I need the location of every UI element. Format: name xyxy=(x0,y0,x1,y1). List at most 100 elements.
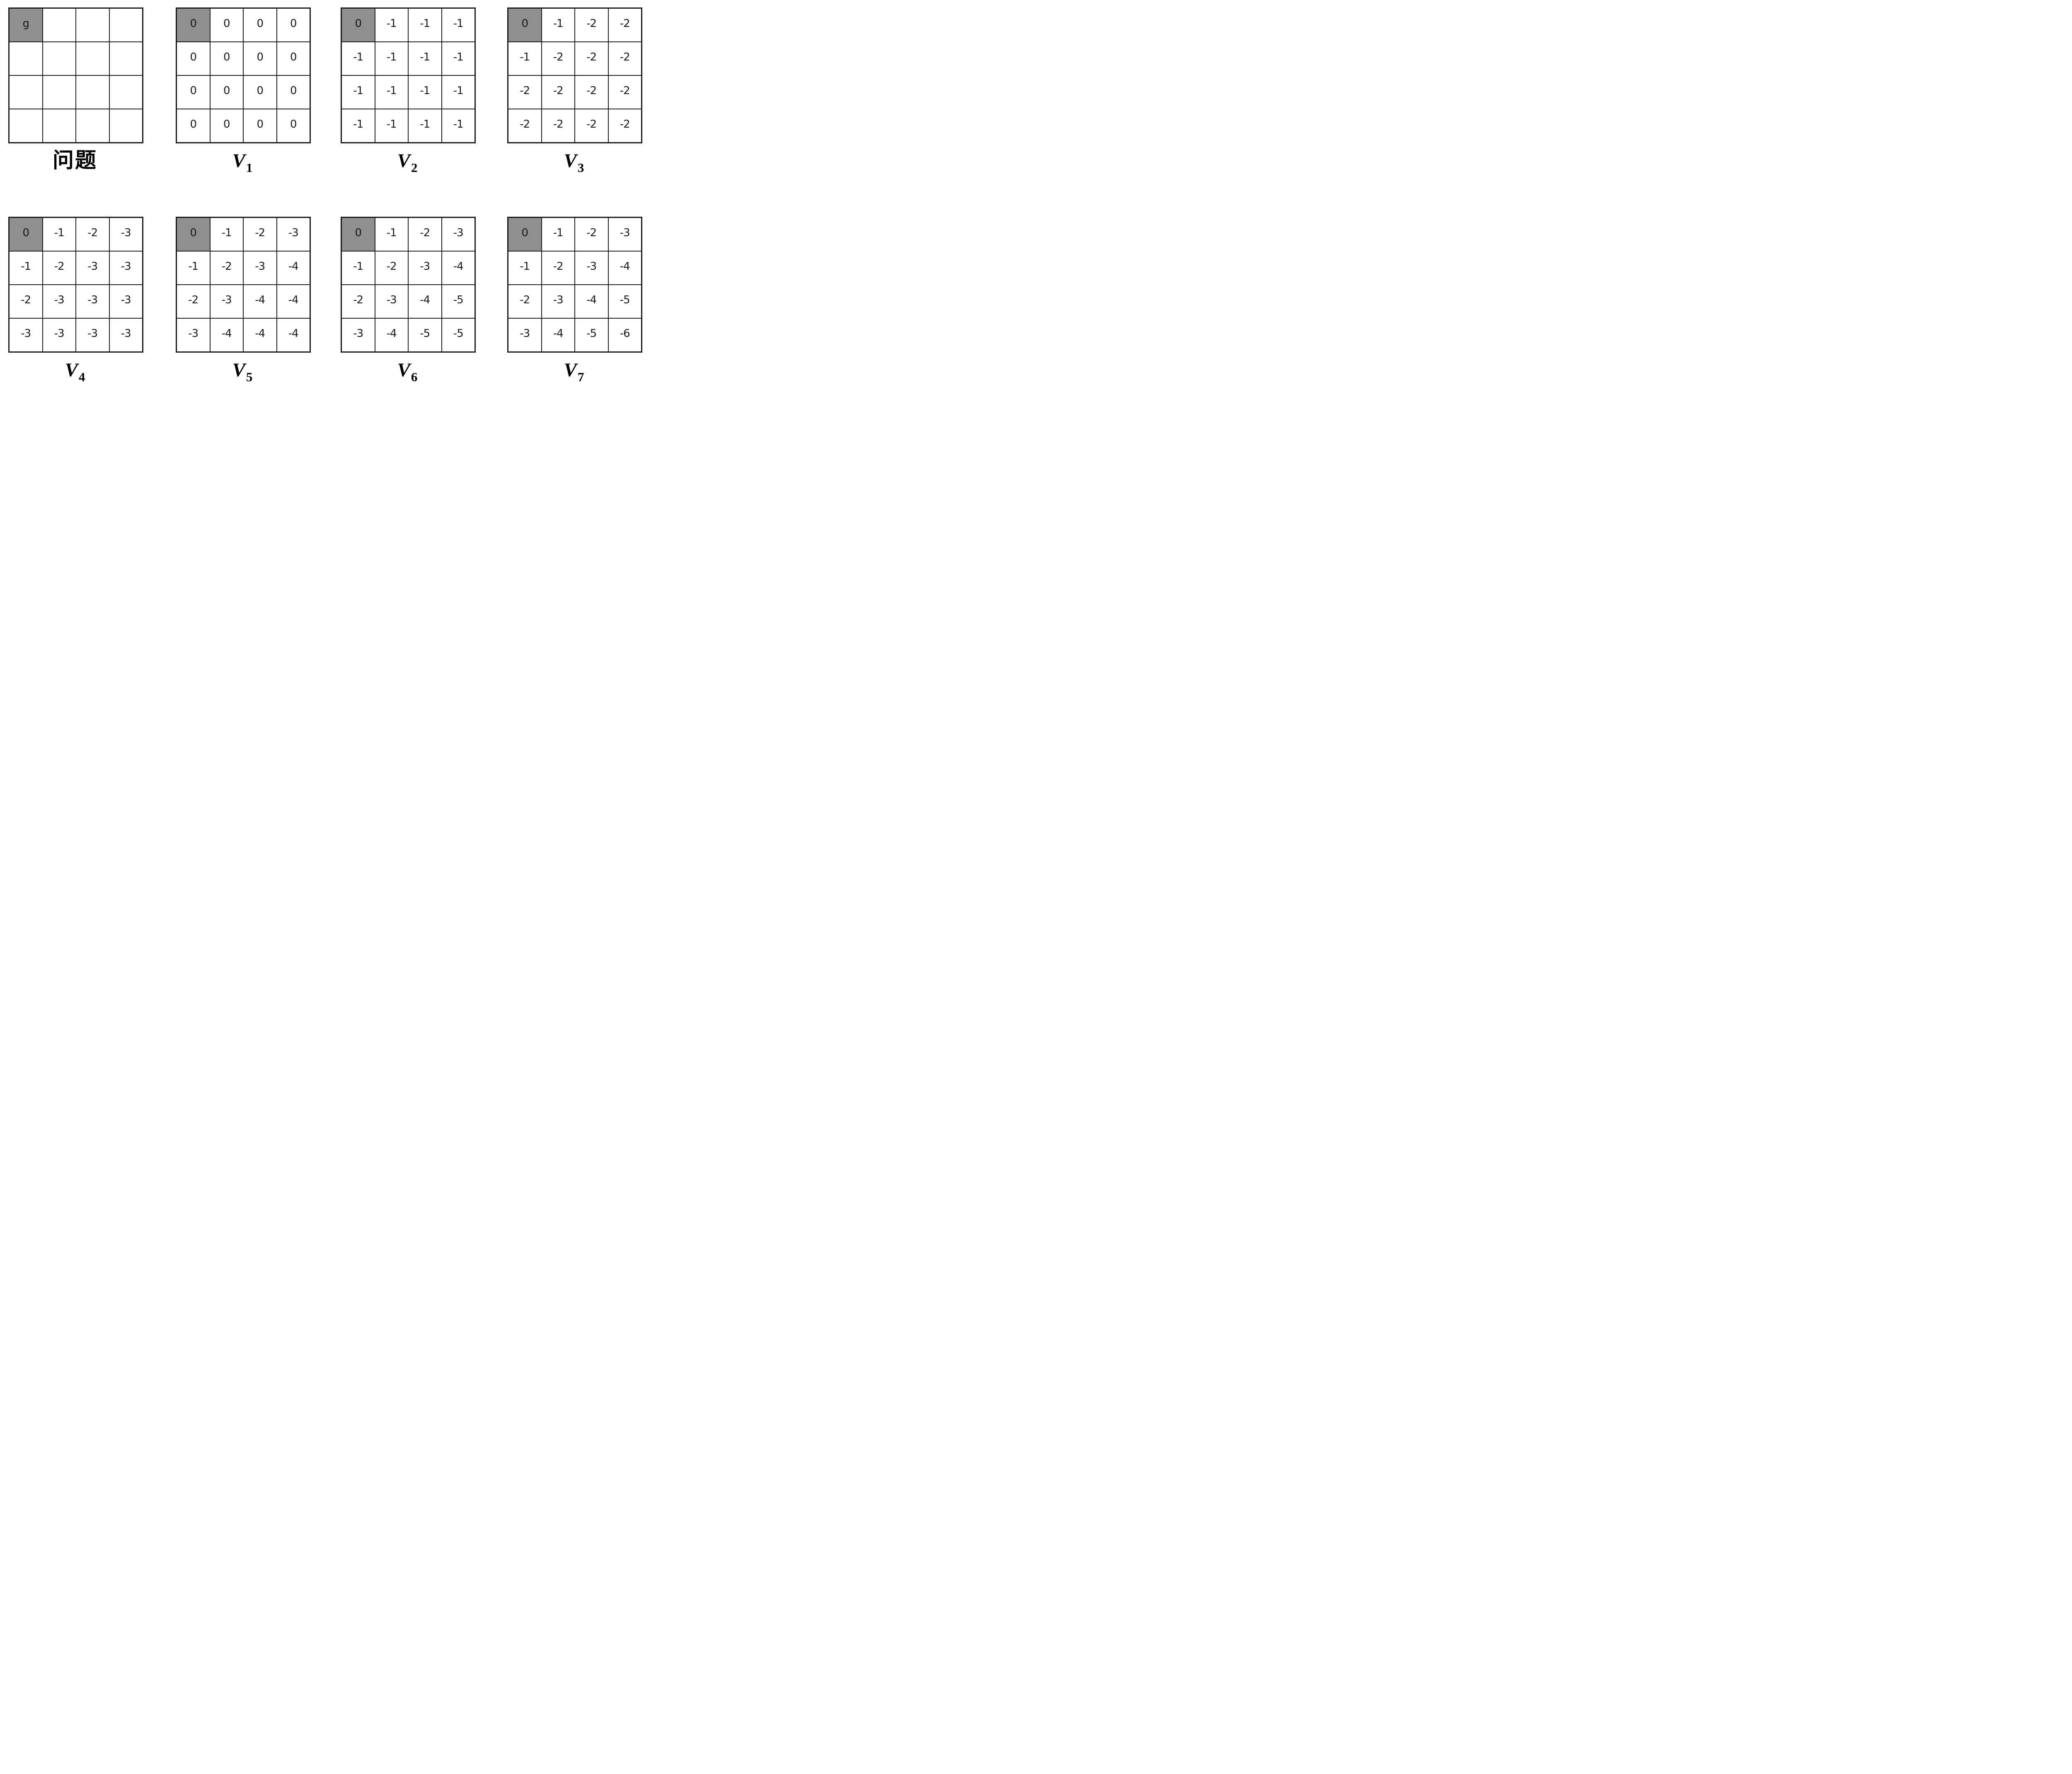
grid-cell: 0 xyxy=(243,8,277,42)
label-base: 问题 xyxy=(52,149,97,172)
grid-cell: -1 xyxy=(341,42,375,75)
grid-cell xyxy=(109,109,143,143)
grid-cell: -4 xyxy=(375,318,408,352)
grid-cell: 0 xyxy=(177,42,210,75)
grid-cell: -3 xyxy=(210,285,243,318)
grid-cell: 0 xyxy=(210,109,243,143)
goal-cell: 0 xyxy=(177,218,210,251)
grid-cell: -2 xyxy=(608,75,641,109)
label-base: V xyxy=(232,150,245,172)
grid-cell: -1 xyxy=(441,75,475,109)
grid-cell: 0 xyxy=(210,75,243,109)
grid-cell: -5 xyxy=(441,285,475,318)
grid-cell: -1 xyxy=(375,42,408,75)
panel-v2: 0-1-1-1-1-1-1-1-1-1-1-1-1-1-1-1 V2 xyxy=(341,7,476,177)
label-base: V xyxy=(564,150,577,172)
grid-cell: -2 xyxy=(541,251,575,285)
grid-cell: -3 xyxy=(109,251,143,285)
goal-cell: 0 xyxy=(9,218,43,251)
grid-cell xyxy=(9,109,43,143)
grid-cell: -2 xyxy=(575,8,608,42)
grid-cell: -2 xyxy=(508,109,542,143)
grid-cell: -2 xyxy=(42,251,76,285)
grid-cell: -1 xyxy=(42,218,76,251)
grid-cell xyxy=(76,75,109,109)
grid-cell: -2 xyxy=(243,218,277,251)
grid-cell: -1 xyxy=(508,251,542,285)
grid-cell xyxy=(109,8,143,42)
grid-cell: -1 xyxy=(408,8,442,42)
value-grid-v4: 0-1-2-3-1-2-3-3-2-3-3-3-3-3-3-3 xyxy=(8,217,143,353)
grid-cell: -3 xyxy=(276,218,310,251)
grid-cell: -4 xyxy=(541,318,575,352)
grid-cell: 0 xyxy=(210,8,243,42)
grid-cell: -1 xyxy=(210,218,243,251)
grid-cell: -1 xyxy=(408,75,442,109)
label-base: V xyxy=(564,359,577,381)
panel-v4: 0-1-2-3-1-2-3-3-2-3-3-3-3-3-3-3 V4 xyxy=(8,217,143,386)
grid-cell: 0 xyxy=(210,42,243,75)
panel-label: 问题 xyxy=(8,148,142,177)
grid-cell: -2 xyxy=(541,109,575,143)
panel-label: V1 xyxy=(176,148,309,177)
grid-cell: -2 xyxy=(375,251,408,285)
grid-cell: -3 xyxy=(76,318,109,352)
value-grid-v7: 0-1-2-3-1-2-3-4-2-3-4-5-3-4-5-6 xyxy=(507,217,642,353)
grid-cell: -3 xyxy=(541,285,575,318)
label-subscript: 7 xyxy=(577,370,584,384)
grid-cell: -1 xyxy=(441,109,475,143)
label-subscript: 6 xyxy=(411,370,418,384)
grid-cell: -4 xyxy=(276,318,310,352)
value-grid-v2: 0-1-1-1-1-1-1-1-1-1-1-1-1-1-1-1 xyxy=(341,7,476,143)
grid-cell: -2 xyxy=(76,218,109,251)
label-base: V xyxy=(397,150,410,172)
grid-cell: 0 xyxy=(243,75,277,109)
grid-cell: -4 xyxy=(276,285,310,318)
grid-cell: -2 xyxy=(575,75,608,109)
grid-cell: -3 xyxy=(441,218,475,251)
panel-label: V7 xyxy=(507,358,641,386)
label-base: V xyxy=(65,359,78,381)
grid-cell xyxy=(76,42,109,75)
grid-cell: -4 xyxy=(575,285,608,318)
panel-problem: g 问题 xyxy=(8,7,143,177)
grid-cell xyxy=(42,75,76,109)
grid-cell xyxy=(109,75,143,109)
panel-label: V4 xyxy=(8,358,142,386)
value-grid-v5: 0-1-2-3-1-2-3-4-2-3-4-4-3-4-4-4 xyxy=(176,217,311,353)
grid-cell: -1 xyxy=(508,42,542,75)
grid-cell: -3 xyxy=(243,251,277,285)
grid-cell: -2 xyxy=(541,42,575,75)
grid-cell: -2 xyxy=(608,42,641,75)
grid-cell xyxy=(76,109,109,143)
grid-cell: -3 xyxy=(109,218,143,251)
label-subscript: 2 xyxy=(411,160,418,175)
grid-cell: -3 xyxy=(177,318,210,352)
grid-cell: 0 xyxy=(177,75,210,109)
grid-cell: 0 xyxy=(276,42,310,75)
grid-cell: -1 xyxy=(341,251,375,285)
goal-cell: 0 xyxy=(508,218,542,251)
grid-cell: -4 xyxy=(608,251,641,285)
panel-label: V2 xyxy=(341,148,474,177)
goal-cell: g xyxy=(9,8,43,42)
grid-cell xyxy=(42,109,76,143)
panel-v5: 0-1-2-3-1-2-3-4-2-3-4-4-3-4-4-4 V5 xyxy=(176,217,311,386)
grid-cell: -2 xyxy=(575,218,608,251)
grid-cell: -1 xyxy=(441,8,475,42)
grid-cell: -1 xyxy=(375,8,408,42)
grid-cell: -3 xyxy=(375,285,408,318)
grid-cell: -3 xyxy=(575,251,608,285)
grid-cell: -1 xyxy=(375,109,408,143)
panel-label: V5 xyxy=(176,358,309,386)
grid-cell: -2 xyxy=(508,285,542,318)
label-subscript: 4 xyxy=(78,370,85,384)
grid-cell: -2 xyxy=(408,218,442,251)
grid-cell: -1 xyxy=(177,251,210,285)
grid-cell: -2 xyxy=(9,285,43,318)
label-subscript: 5 xyxy=(246,370,253,384)
goal-cell: 0 xyxy=(341,8,375,42)
grid-cell: -3 xyxy=(608,218,641,251)
grid-cell: -4 xyxy=(210,318,243,352)
